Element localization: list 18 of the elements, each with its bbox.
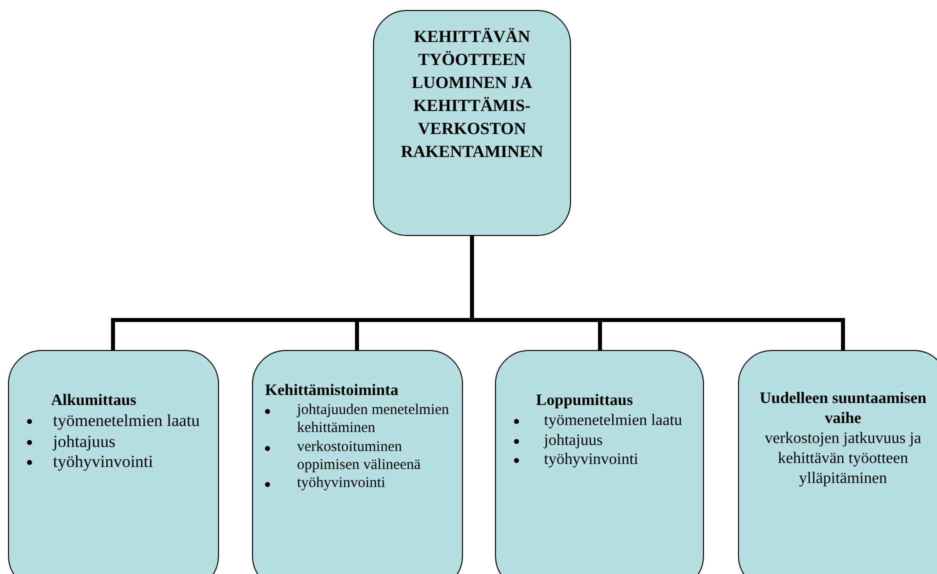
rounded-box (8, 350, 219, 574)
bullet-item: työhyvinvointi (496, 450, 703, 470)
bullet-item: työhyvinvointi (253, 474, 462, 492)
box-heading: Alkumittaus (50, 391, 138, 411)
rounded-box (252, 350, 463, 574)
box-heading: Kehittämistoiminta (264, 381, 400, 401)
rounded-box (495, 350, 704, 574)
box-text: verkostojen jatkuvuus ja kehittävän työotteen ylläpitäminen (764, 429, 922, 489)
rounded-box (373, 10, 571, 236)
bullet-item: työmenetelmien laatu (9, 411, 218, 432)
bullet-item: työhyvinvointi (9, 452, 218, 474)
bullet-item: työmenetelmien laatu (496, 411, 703, 431)
rounded-box (738, 350, 937, 574)
box-heading: Loppumittaus (535, 391, 634, 411)
box-title: KEHITTÄVÄN TYÖOTTEEN LUOMINEN JA KEHITTÄMIS- VERKOSTON RAKENTAMINEN (400, 26, 544, 163)
connector-line (470, 236, 845, 350)
bullet-item: johtajuus (496, 430, 703, 450)
bullet-item: johtajuus (9, 432, 218, 452)
